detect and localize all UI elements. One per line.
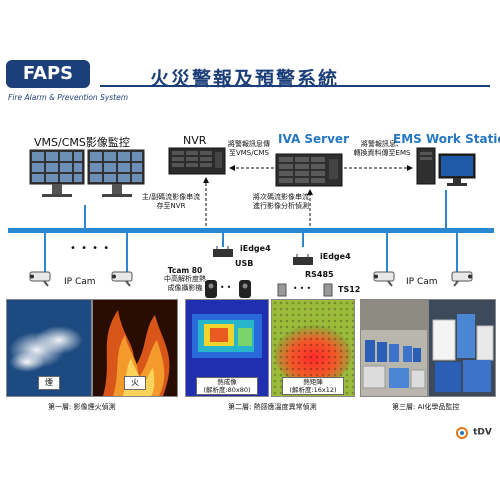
page-title: 火災警報及預警系統: [150, 68, 340, 90]
iva-label: IVA Server: [278, 132, 349, 146]
tdv-logo: tDV: [456, 422, 494, 439]
iedge-icon: [213, 246, 233, 257]
ipcam-left-label: IP Cam: [64, 277, 96, 287]
chemical-warehouse-photo-2: [428, 299, 496, 397]
note-stream-to-iva: 將次碼流影像串流進行影像分析偵測: [253, 193, 309, 210]
faps-badge: FAPS: [6, 60, 90, 88]
layer3-caption: 第三層: AI化學品監控: [392, 403, 460, 411]
layer2-caption: 第二層: 熱感應溫度異常偵測: [228, 403, 317, 411]
tcam-info: Tcam 80 中高解析度熱 成像攝影機: [164, 266, 206, 292]
monitor-icon: [29, 149, 145, 197]
ipcam-dots-left: • • • •: [70, 243, 111, 254]
page-subtitle: Fire Alarm & Prevention System: [8, 93, 129, 102]
ipcam-right-label: IP Cam: [406, 277, 438, 287]
drop-ipcam-right-1: [386, 233, 388, 273]
ts-dots: • • •: [293, 284, 312, 293]
smoke-label: 煙: [38, 376, 60, 390]
note-iva-to-ems: 將警報訊息、轉換資料傳至EMS: [353, 140, 411, 157]
ip-camera-icon: [29, 271, 51, 287]
nvr-icon: [168, 147, 226, 175]
warehouse-image: [361, 300, 427, 396]
ip-camera-icon: [373, 271, 395, 287]
smoke-image: [7, 300, 91, 396]
server-icon: [275, 153, 343, 187]
drop-ipcam-left-2: [126, 233, 128, 273]
drop-iedge-b: [302, 233, 304, 247]
header-rule: [100, 85, 490, 87]
ts12-label: TS12: [338, 285, 361, 294]
ip-camera-icon: [451, 271, 473, 287]
tcam-dots: • •: [220, 283, 232, 292]
thermal-camera-caption: 熱成像(解析度:80x80): [196, 377, 258, 395]
drop-iedge-a: [222, 233, 224, 247]
logo-mark-icon: [456, 426, 468, 439]
rs485-label: RS485: [305, 270, 334, 279]
usb-label: USB: [235, 259, 254, 268]
ems-workstation-device: [415, 146, 477, 188]
chemical-drums-image: [429, 300, 495, 396]
vms-label: VMS/CMS影像監控: [34, 136, 130, 149]
iedge-icon: [293, 254, 313, 265]
note-iva-to-vms: 將警報訊息傳至VMS/CMS: [228, 140, 270, 157]
iedge4-a-label: iEdge4: [240, 244, 271, 253]
ts12-sensors: [277, 283, 333, 297]
vms-monitors: [28, 148, 146, 204]
fire-label: 火: [124, 376, 146, 390]
note-stream-to-nvr: 主/副碼流影像串流存至NVR: [141, 193, 201, 210]
workstation-icon: [416, 147, 476, 186]
nvr-device: [168, 147, 226, 175]
iva-server-device: [275, 153, 343, 187]
layer1-caption: 第一層: 影像煙火偵測: [48, 403, 116, 411]
drop-ipcam-right-2: [456, 233, 458, 273]
iedge4-b-label: iEdge4: [320, 252, 351, 261]
nvr-label: NVR: [183, 134, 207, 147]
thermal-array-caption: 熱矩陣(解析度:16x12): [282, 377, 344, 395]
ems-label: EMS Work Station: [393, 132, 500, 146]
thermal-cameras: [205, 280, 251, 298]
network-bus: [8, 228, 494, 233]
chemical-warehouse-photo-1: [360, 299, 428, 397]
smoke-panel: [6, 299, 92, 397]
drop-ipcam-left-1: [44, 233, 46, 273]
ip-camera-icon: [111, 271, 133, 287]
